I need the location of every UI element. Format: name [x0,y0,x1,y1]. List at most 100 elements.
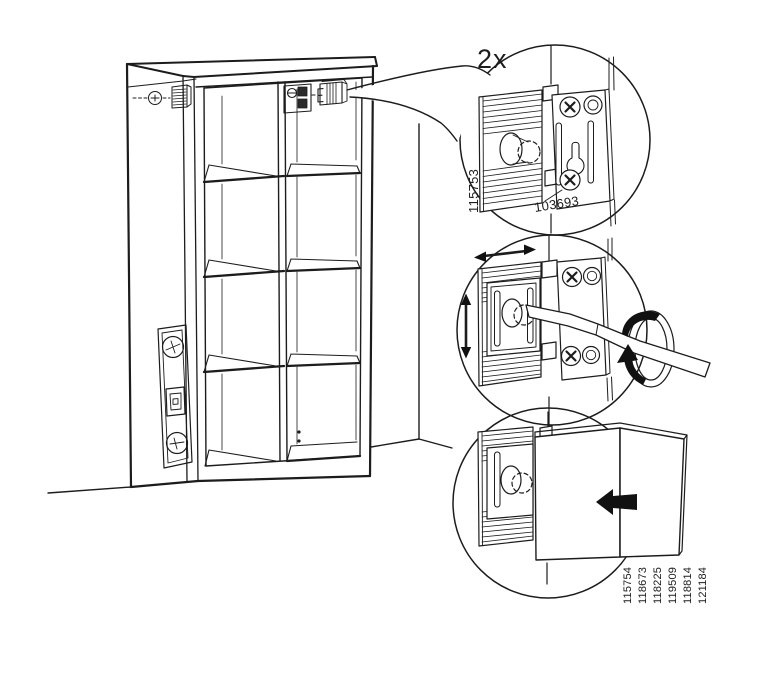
shelf-unit [125,56,378,489]
screwdriver [525,304,711,378]
screw-bottom [560,345,582,367]
cam-lock-head [499,132,523,166]
side-panel-hinge-icon [132,84,192,109]
cam-pin-hidden [517,140,541,164]
floor-line-right-of-corner [418,438,453,449]
top-left-edge [126,63,184,77]
cam-lock-head [500,465,522,495]
screwdriver-blade-step [595,323,599,336]
hinge-knuckle-top [541,259,558,279]
room-corner [47,123,453,494]
adjust-arrow-horizontal [474,244,536,262]
divider-hinge-bracket [283,79,348,114]
bottom-cam-slot [169,437,185,450]
front-right-edge [368,64,375,478]
plate-edge-line [481,269,483,386]
keyhole-slot [566,141,585,175]
bottom-panel-top-surface [204,441,358,467]
shelf-row1-front-edge [202,171,362,184]
cam-hole-top-inner [586,270,598,282]
screw-bottom-phillips [565,350,577,362]
bracket-outline [283,83,312,114]
screw-top [561,266,583,288]
screw-top-phillips [564,101,576,113]
ribbed-block-ribs [326,82,337,105]
plate-right-thickness [604,88,615,202]
wall-panel-edge [608,56,616,227]
callout-tail-mask [349,71,492,142]
plate-inner-outline [161,329,189,464]
cam-pin-hidden [511,472,533,494]
top-cam-slot [165,340,181,354]
callout-circle-step2 [456,234,648,426]
plate-top-ribs [482,93,543,135]
cam-lock-cross [150,94,160,102]
bracket-cam [286,87,298,99]
part-id: 118225 [652,567,664,604]
top-front-edge [182,65,378,78]
ribs [172,88,187,106]
door-part-id-list: 115754 118673 118225 119509 118814 12118… [622,567,709,604]
slot-right [587,120,594,184]
adjust-arrow-vertical [460,293,472,359]
plate-edge-line [481,432,483,546]
top-right-cap [374,56,378,67]
shelves [202,163,362,467]
plate-right-thickness [600,256,611,376]
side-mounted-hinge-plate [157,324,193,469]
top-back-edge [126,56,376,65]
bracket-block-top [297,86,308,97]
ribbed-block-side [321,79,348,104]
bracket-slot-left [494,451,501,508]
back-left-edge [125,62,133,489]
door [534,422,688,561]
step3-attach-door [477,411,688,585]
bottom-edge [129,474,372,489]
screw-leader-line [544,189,563,202]
part-id: 121184 [697,567,709,604]
step2-adjust-hinge [460,235,711,438]
bracket-slot-left [494,290,501,347]
part-id: 115754 [622,567,634,604]
front-left-corner-line-2 [193,77,199,482]
cam-hole-inner [587,99,599,111]
bottom-cam-lock [165,431,189,455]
cam-lock-head [501,298,523,328]
middle-latch-detail [169,392,182,411]
middle-latch [165,386,186,417]
shelf-row1-top-surface [203,163,361,183]
top-cam-lock [161,335,185,359]
plate-bottom-ribs [482,162,543,205]
cam-hole-bottom-inner [585,349,597,361]
quantity-label: 2x [477,44,508,74]
shelf-row2-top-surface [203,258,361,278]
door-panel-side [619,427,685,558]
screw-top-phillips [566,271,578,283]
rotation-arrow-head [617,344,646,385]
cam-hole-bottom [581,345,601,365]
callout-tail-lower-curve [349,96,458,142]
rotation-arrow-top-crescent [622,311,660,337]
rotation-arrow [617,311,660,385]
bracket-block-bottom [297,98,308,109]
part-id-hinge-bracket: 103693 [533,193,580,215]
attach-direction-arrow [596,489,637,515]
bottom-front-edge [285,454,362,463]
part-id: 118814 [682,567,694,604]
plate-outline [157,324,193,469]
wall-panel-edge [606,237,613,402]
floor-line-far-left [47,486,132,494]
floor-line-left-of-corner [370,438,420,448]
top-slab-bottom-line [127,78,197,88]
screw-bottom-phillips [564,174,576,186]
step1-hinge-parts [478,45,616,234]
part-id-hinge-plate: 115753 [466,169,481,213]
cam-hole-ring [583,95,603,115]
callout-tail-upper-curve [346,65,491,91]
drill-hole-dots [297,430,301,443]
opening-right-edge [359,77,363,457]
cam-lock-icon [148,91,162,105]
ribbed-plate-side [186,84,192,108]
part-id: 119509 [667,567,679,604]
